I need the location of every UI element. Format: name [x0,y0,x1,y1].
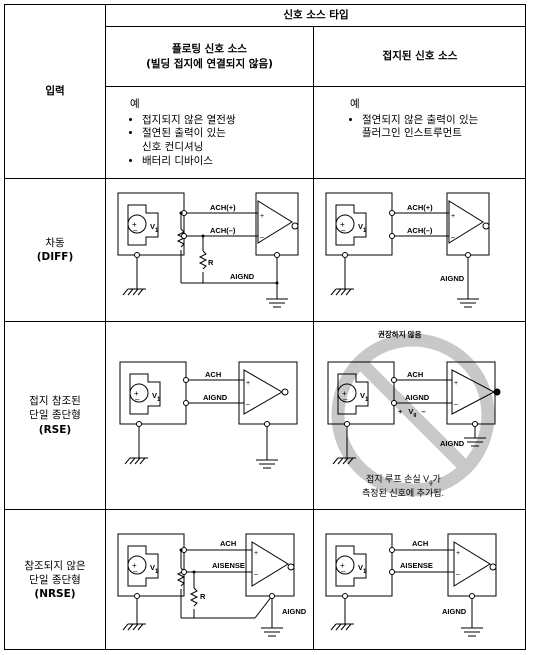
divider [4,178,526,179]
svg-text:V1: V1 [152,391,161,403]
floating-source-header: 플로팅 신호 소스 (빌딩 접지에 연결되지 않음) [106,27,313,86]
svg-text:+: + [340,220,345,229]
grounded-examples: 예 절연되지 않은 출력이 있는 플러그인 인스트루먼트 [350,98,478,141]
list-item: 절연된 출력이 있는 [142,127,236,141]
svg-text:접지 루프 손실 Vg가: 접지 루프 손실 Vg가 [366,473,441,486]
divider [105,4,106,650]
svg-text:+: + [134,389,139,398]
svg-text:AIGND: AIGND [442,607,467,616]
svg-text:–: – [260,234,264,241]
svg-text:+: + [342,389,347,398]
svg-text:+: + [132,561,137,570]
rse-floating-circuit: +– V1 ACH AIGND +– [119,361,298,469]
list-item: 플러그인 인스트루먼트 [362,127,462,140]
svg-text:AIGND: AIGND [440,274,465,283]
svg-text:AIGND: AIGND [405,393,430,402]
svg-text:ACH(–): ACH(–) [407,226,433,235]
svg-text:+: + [254,550,258,557]
diff-line2: (DIFF) [36,251,74,263]
svg-text:–: – [246,401,250,408]
svg-text:–: – [135,395,140,404]
svg-text:측정된 신호에 추가됨.: 측정된 신호에 추가됨. [362,487,444,498]
prohibited-icon [331,333,495,497]
rse-grounded-circuit: 권장하지 않음 +– V1 ACH AIGND +Vg– AIGND +– 접지… [327,329,501,498]
diff-floating-circuit: +– V1 ACH(+) ACH(–) R AIGND +– [117,192,299,308]
rse-line3: (RSE) [38,423,72,436]
divider [4,509,526,510]
svg-text:V1: V1 [360,391,369,403]
svg-text:V1: V1 [358,563,367,575]
signal-source-type-header: 신호 소스 타입 [283,9,349,22]
svg-text:–: – [456,571,460,578]
divider [105,26,526,27]
svg-text:AISENSE: AISENSE [212,561,245,570]
table-border [4,4,526,650]
rse-label: 접지 참조된 단일 종단형 (RSE) [5,322,105,509]
svg-text:R: R [200,592,206,601]
list-item: 신호 컨디셔닝 [142,140,204,153]
svg-text:ACH: ACH [220,539,236,548]
svg-text:+: + [260,213,264,220]
svg-text:–: – [454,401,458,408]
svg-text:–: – [451,234,455,241]
floating-title-line1: 플로팅 신호 소스 [172,43,247,56]
svg-text:–: – [133,226,138,235]
nrse-line1: 참조되지 않은 [24,559,86,572]
svg-text:AIGND: AIGND [440,439,465,448]
svg-text:–: – [254,571,258,578]
svg-text:ACH: ACH [205,370,221,379]
nrse-grounded-circuit: +– V1 ACH AISENSE AIGND +– [325,533,497,637]
svg-text:ACH: ACH [407,370,423,379]
svg-text:–: – [343,395,348,404]
rse-line2: 단일 종단형 [29,409,81,422]
svg-text:–: – [341,226,346,235]
svg-text:+: + [340,561,345,570]
nrse-line2: 단일 종단형 [29,573,81,586]
divider [105,86,526,87]
list-item: 배터리 디바이스 [142,155,236,169]
svg-text:AIGND: AIGND [282,607,307,616]
svg-text:–: – [341,567,346,576]
diff-label: 차동 (DIFF) [5,179,105,321]
svg-text:R: R [208,258,214,267]
svg-text:+: + [456,550,460,557]
svg-text:AISENSE: AISENSE [400,561,433,570]
diff-line1: 차동 [45,236,65,249]
floating-examples: 예 접지되지 않은 열전쌍 절연된 출력이 있는 신호 컨디셔닝 배터리 디바이… [130,98,236,168]
svg-text:ACH: ACH [412,539,428,548]
list-item: 절연되지 않은 출력이 있는 [362,114,478,128]
svg-text:+Vg–: +Vg– [398,407,426,418]
divider [4,321,526,322]
svg-text:AIGND: AIGND [230,272,255,281]
diff-grounded-circuit: +– V1 ACH(+) ACH(–) AIGND +– [325,192,490,308]
grounded-source-header: 접지된 신호 소스 [382,50,458,63]
svg-text:+: + [132,220,137,229]
svg-text:V1: V1 [150,563,159,575]
list-item: 접지되지 않은 열전쌍 [142,114,236,128]
svg-text:ACH(–): ACH(–) [210,226,236,235]
nrse-label: 참조되지 않은 단일 종단형 (NRSE) [5,510,105,650]
svg-text:V1: V1 [358,222,367,234]
examples-prefix: 예 [130,98,140,110]
nrse-floating-circuit: +– V1 ACH AISENSE R AIGND +– [117,533,307,637]
divider [313,26,314,650]
rse-line1: 접지 참조된 [29,395,81,408]
svg-text:+: + [454,380,458,387]
floating-title-line2: (빌딩 접지에 연결되지 않음) [146,57,273,70]
svg-text:–: – [133,567,138,576]
examples-prefix: 예 [350,98,360,110]
warning-title: 권장하지 않음 [378,329,422,339]
nrse-line3: (NRSE) [34,588,76,601]
svg-text:+: + [246,380,250,387]
svg-text:V1: V1 [150,222,159,234]
input-label: 입력 [45,85,65,98]
svg-text:ACH(+): ACH(+) [407,203,433,212]
svg-text:+: + [451,213,455,220]
svg-text:ACH(+): ACH(+) [210,203,236,212]
svg-text:AIGND: AIGND [203,393,228,402]
